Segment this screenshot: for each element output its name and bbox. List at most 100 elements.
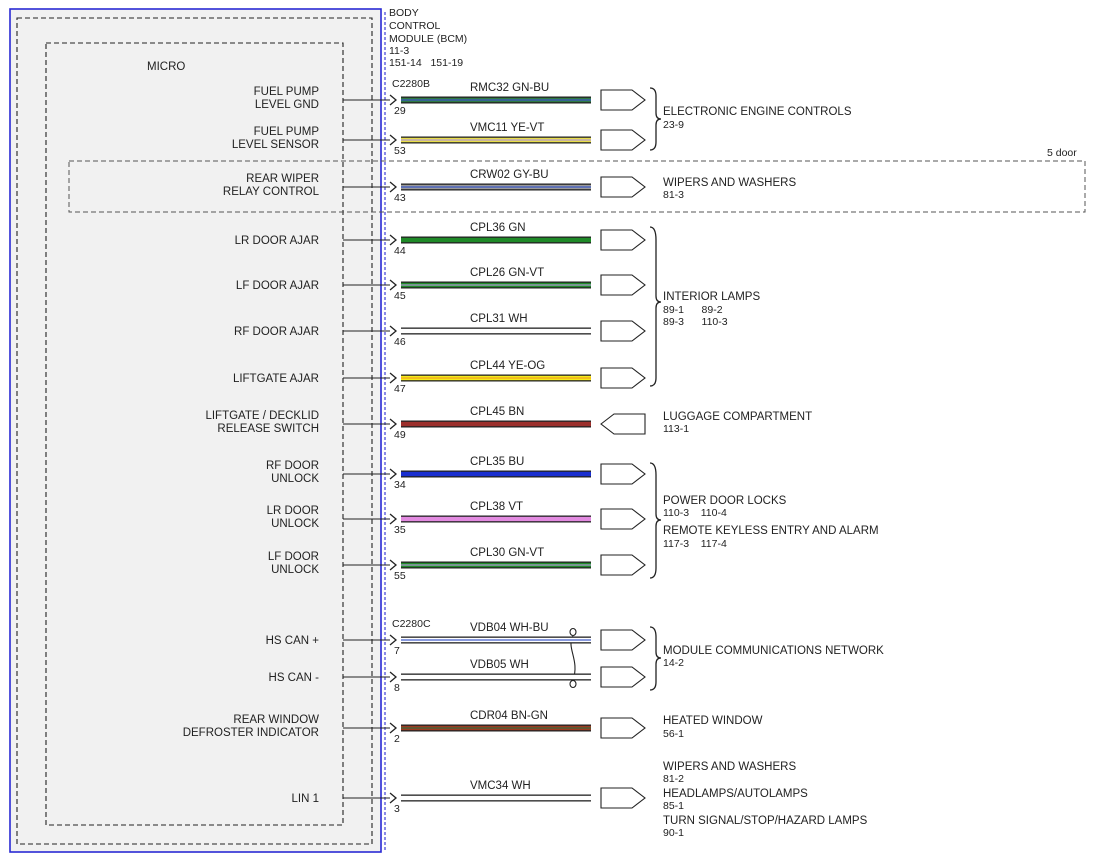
signal-label: HS CAN - [269,672,320,684]
connector-terminal [600,274,646,296]
pin-arrow [389,792,398,804]
wire-stripe [401,186,591,188]
wire-color-fill [401,674,591,680]
connector-terminal [600,229,646,251]
pin-arrow [389,325,398,337]
signal-label: LR DOOR [267,505,319,517]
wire-color-fill [401,471,591,477]
wire-color-fill [401,328,591,334]
destination-ref: 56-1 [663,728,684,740]
destination-ref: 113-1 [663,423,689,435]
wire-color-fill [401,237,591,243]
circuit-label: CDR04 BN-GN [470,710,548,722]
micro-dashed-border [45,42,344,826]
signal-label: FUEL PUMP [254,126,320,138]
pin-arrow [389,134,398,146]
destination-ref: 89-3 110-3 [663,316,728,328]
module-title-line-3: MODULE (BCM) [389,33,467,45]
signal-label: LIN 1 [292,793,320,805]
destination-name: WIPERS AND WASHERS [663,761,796,773]
signal-label: RELAY CONTROL [223,186,320,198]
pin-arrow [389,181,398,193]
circuit-label: VMC11 YE-VT [470,122,544,134]
circuit-label: VDB05 WH [470,659,529,671]
wire-stripe [401,284,591,286]
connector-terminal [600,666,646,688]
signal-label: HS CAN + [266,635,320,647]
micro-label: MICRO [147,61,185,73]
destination-ref: 110-3 110-4 [663,507,727,519]
destination-labels: ELECTRONIC ENGINE CONTROLS 23-9 WIPERS A… [663,106,884,839]
connector-terminal [600,367,646,389]
pin-arrow [389,418,398,430]
destination-ref: 89-1 89-2 [663,304,723,316]
brace [649,87,662,151]
destination-ref: 117-3 117-4 [663,538,727,550]
pin-number: 34 [394,479,406,491]
pin-number: 43 [394,192,406,204]
pin-number: 35 [394,524,406,536]
signal-label: UNLOCK [271,518,319,530]
destination-ref: 81-3 [663,189,684,201]
pin-arrow [389,722,398,734]
signal-label: LF DOOR AJAR [236,280,319,292]
five-door-variant-box [68,160,1086,213]
signal-label: LEVEL SENSOR [232,139,319,151]
connector-terminal [600,129,646,151]
pin-arrow [389,94,398,106]
signal-label: LIFTGATE AJAR [233,373,319,385]
connector-label: C2280B [392,78,430,90]
destination-name: ELECTRONIC ENGINE CONTROLS [663,106,852,118]
destination-name: LUGGAGE COMPARTMENT [663,411,812,423]
module-ref-2: 151-14 151-19 [389,57,463,69]
connector-terminal [600,463,646,485]
connector-terminal [600,629,646,651]
signal-label: REAR WIPER [246,173,319,185]
connector-terminal [600,717,646,739]
signal-label: RELEASE SWITCH [217,423,319,435]
signal-label: UNLOCK [271,564,319,576]
circuit-label: RMC32 GN-BU [470,82,549,94]
destination-ref: 81-2 [663,773,684,785]
pin-number: 49 [394,429,406,441]
signal-label: LEVEL GND [255,99,319,111]
circuit-label: VDB04 WH-BU [470,622,549,634]
module-title-line-2: CONTROL [389,20,440,32]
connector-terminal [600,413,646,435]
pin-number: 45 [394,290,406,302]
module-title-line-1: BODY [389,7,419,19]
circuit-label: CPL36 GN [470,222,526,234]
wire-color-fill [401,516,591,522]
wire-stripe [401,99,591,101]
signal-label: LF DOOR [268,551,319,563]
pin-arrow [389,234,398,246]
pin-number: 46 [394,336,406,348]
connector-terminal [600,508,646,530]
pin-arrow [389,559,398,571]
circuit-label: CPL38 VT [470,501,523,513]
pin-number: 3 [394,803,400,815]
wire-stripe [401,377,591,379]
signal-label: RF DOOR AJAR [234,326,319,338]
signal-label: FUEL PUMP [254,86,320,98]
signal-label: LIFTGATE / DECKLID [205,410,319,422]
signal-label: REAR WINDOW [233,714,319,726]
destination-braces [649,87,662,691]
circuit-label: CPL44 YE-OG [470,360,545,372]
module-ref-1: 11-3 [389,45,409,57]
pin-number: 55 [394,570,406,582]
pin-arrow [389,671,398,683]
destination-ref: 23-9 [663,119,684,131]
